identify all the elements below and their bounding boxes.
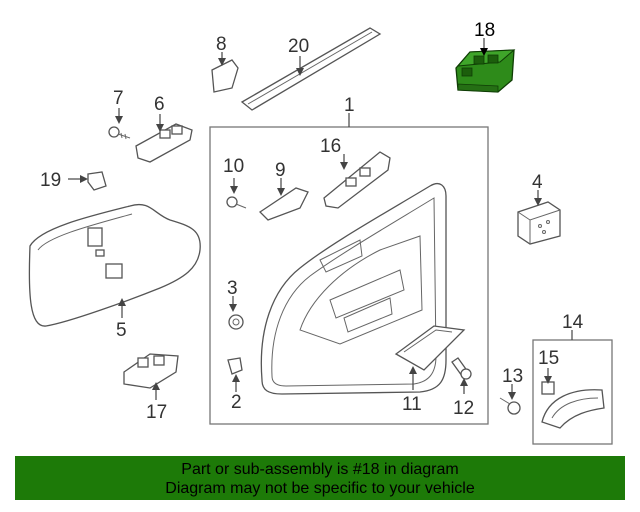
part-3-clip[interactable] xyxy=(228,314,244,330)
callout-19: 19 xyxy=(40,170,61,191)
callout-6: 6 xyxy=(154,94,165,115)
part-12-screw[interactable] xyxy=(451,357,472,380)
callout-1: 1 xyxy=(344,95,355,116)
callout-17: 17 xyxy=(146,402,167,423)
footer-line-disclaimer: Diagram may not be specific to your vehi… xyxy=(165,480,475,497)
part-16-switch-panel[interactable] xyxy=(323,151,391,209)
part-20-belt-molding[interactable] xyxy=(240,27,382,111)
callout-16: 16 xyxy=(320,136,341,157)
callout-4: 4 xyxy=(532,172,543,193)
part-1-door-trim-panel[interactable] xyxy=(260,182,447,395)
callout-2: 2 xyxy=(231,392,242,413)
part-8-cover[interactable] xyxy=(211,59,239,93)
callout-13: 13 xyxy=(502,366,523,387)
footer-line-part-info: Part or sub-assembly is #18 in diagram xyxy=(181,461,459,478)
parts-diagram: 1 2 3 4 5 6 7 8 9 10 11 12 13 14 15 16 1… xyxy=(28,20,613,445)
part-13-screw[interactable] xyxy=(499,397,521,415)
callout-20: 20 xyxy=(288,36,309,57)
part-18-power-window-switch[interactable] xyxy=(455,49,516,93)
callout-3: 3 xyxy=(227,278,238,299)
callout-5: 5 xyxy=(116,320,127,341)
callout-12: 12 xyxy=(453,398,474,419)
callout-11: 11 xyxy=(402,394,422,415)
callout-10: 10 xyxy=(223,156,244,177)
part-14-pocket[interactable] xyxy=(541,389,605,429)
part-19-clip[interactable] xyxy=(87,171,107,191)
part-5-sealing-cover[interactable] xyxy=(28,203,201,327)
part-4-module[interactable] xyxy=(517,201,561,245)
footer-banner: Part or sub-assembly is #18 in diagram D… xyxy=(15,456,625,500)
part-9-handle-cover[interactable] xyxy=(258,187,309,221)
callout-9: 9 xyxy=(275,160,286,181)
callout-15: 15 xyxy=(538,348,559,369)
part-6-switch-bracket[interactable] xyxy=(135,123,193,163)
callout-7: 7 xyxy=(113,88,124,109)
callout-8: 8 xyxy=(216,34,227,55)
part-11-trim-piece[interactable] xyxy=(394,325,466,371)
callout-14: 14 xyxy=(562,312,584,333)
part-17-switch[interactable] xyxy=(123,353,179,389)
part-10-screw[interactable] xyxy=(226,196,247,209)
part-7-screw[interactable] xyxy=(108,126,131,140)
callout-18: 18 xyxy=(474,20,495,41)
part-2-clip[interactable] xyxy=(227,357,243,375)
